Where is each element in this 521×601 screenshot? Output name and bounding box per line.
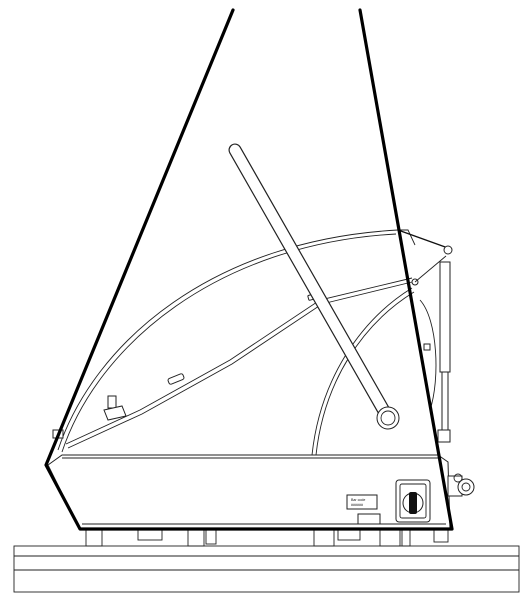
side-bolt bbox=[423, 343, 431, 351]
switch-bezel bbox=[399, 483, 427, 519]
label-plate-line-2: ###### bbox=[351, 503, 363, 507]
foot-6 bbox=[337, 529, 361, 541]
lid-latch-1 bbox=[167, 373, 185, 385]
rod-fill bbox=[229, 144, 394, 424]
side-connector bbox=[447, 473, 475, 497]
connector-ring bbox=[457, 478, 475, 496]
foot-5 bbox=[313, 529, 335, 547]
handle-stem bbox=[107, 395, 117, 409]
lid-handle bbox=[103, 395, 127, 421]
platform-outline bbox=[13, 545, 520, 593]
lower-housing: Bar code ###### bbox=[47, 454, 475, 531]
envelope-boundary bbox=[44, 8, 454, 531]
link-arm bbox=[414, 255, 447, 283]
hinge-arm bbox=[397, 229, 449, 249]
foot-3 bbox=[187, 529, 205, 547]
foot-1 bbox=[85, 529, 103, 547]
foot-4 bbox=[205, 529, 217, 545]
foot-2 bbox=[137, 529, 163, 541]
handle-base bbox=[103, 405, 127, 421]
rod-ball-inner bbox=[380, 410, 396, 426]
foot-9 bbox=[433, 529, 449, 543]
label-plate bbox=[346, 494, 378, 510]
label-plate-line-1: Bar code bbox=[351, 498, 365, 502]
label-slot bbox=[357, 513, 381, 525]
dome-inner-arc bbox=[61, 233, 397, 453]
diagonal-rod bbox=[228, 143, 400, 430]
switch-handle bbox=[409, 492, 417, 514]
housing-body bbox=[47, 454, 451, 531]
side-panel-curve bbox=[419, 299, 437, 411]
hinge-mechanism bbox=[397, 229, 453, 443]
rod-ball-end bbox=[376, 406, 400, 430]
foot-7 bbox=[379, 529, 401, 547]
gas-spring-cylinder bbox=[439, 261, 451, 373]
dome-outer-arc bbox=[57, 229, 416, 451]
connector-screw bbox=[453, 473, 463, 483]
gas-spring-rod bbox=[441, 371, 449, 433]
foot-8 bbox=[401, 529, 411, 547]
rotary-switch bbox=[395, 479, 431, 523]
dome-lid bbox=[52, 229, 416, 456]
hinge-pivot bbox=[443, 245, 453, 255]
envelope-outline bbox=[44, 8, 454, 531]
lid-seam bbox=[65, 277, 413, 445]
support-feet bbox=[85, 529, 449, 547]
base-platform bbox=[13, 545, 520, 593]
gas-spring-mount bbox=[437, 429, 451, 443]
connector-pin bbox=[461, 482, 471, 492]
lid-seam-inner bbox=[67, 281, 413, 449]
